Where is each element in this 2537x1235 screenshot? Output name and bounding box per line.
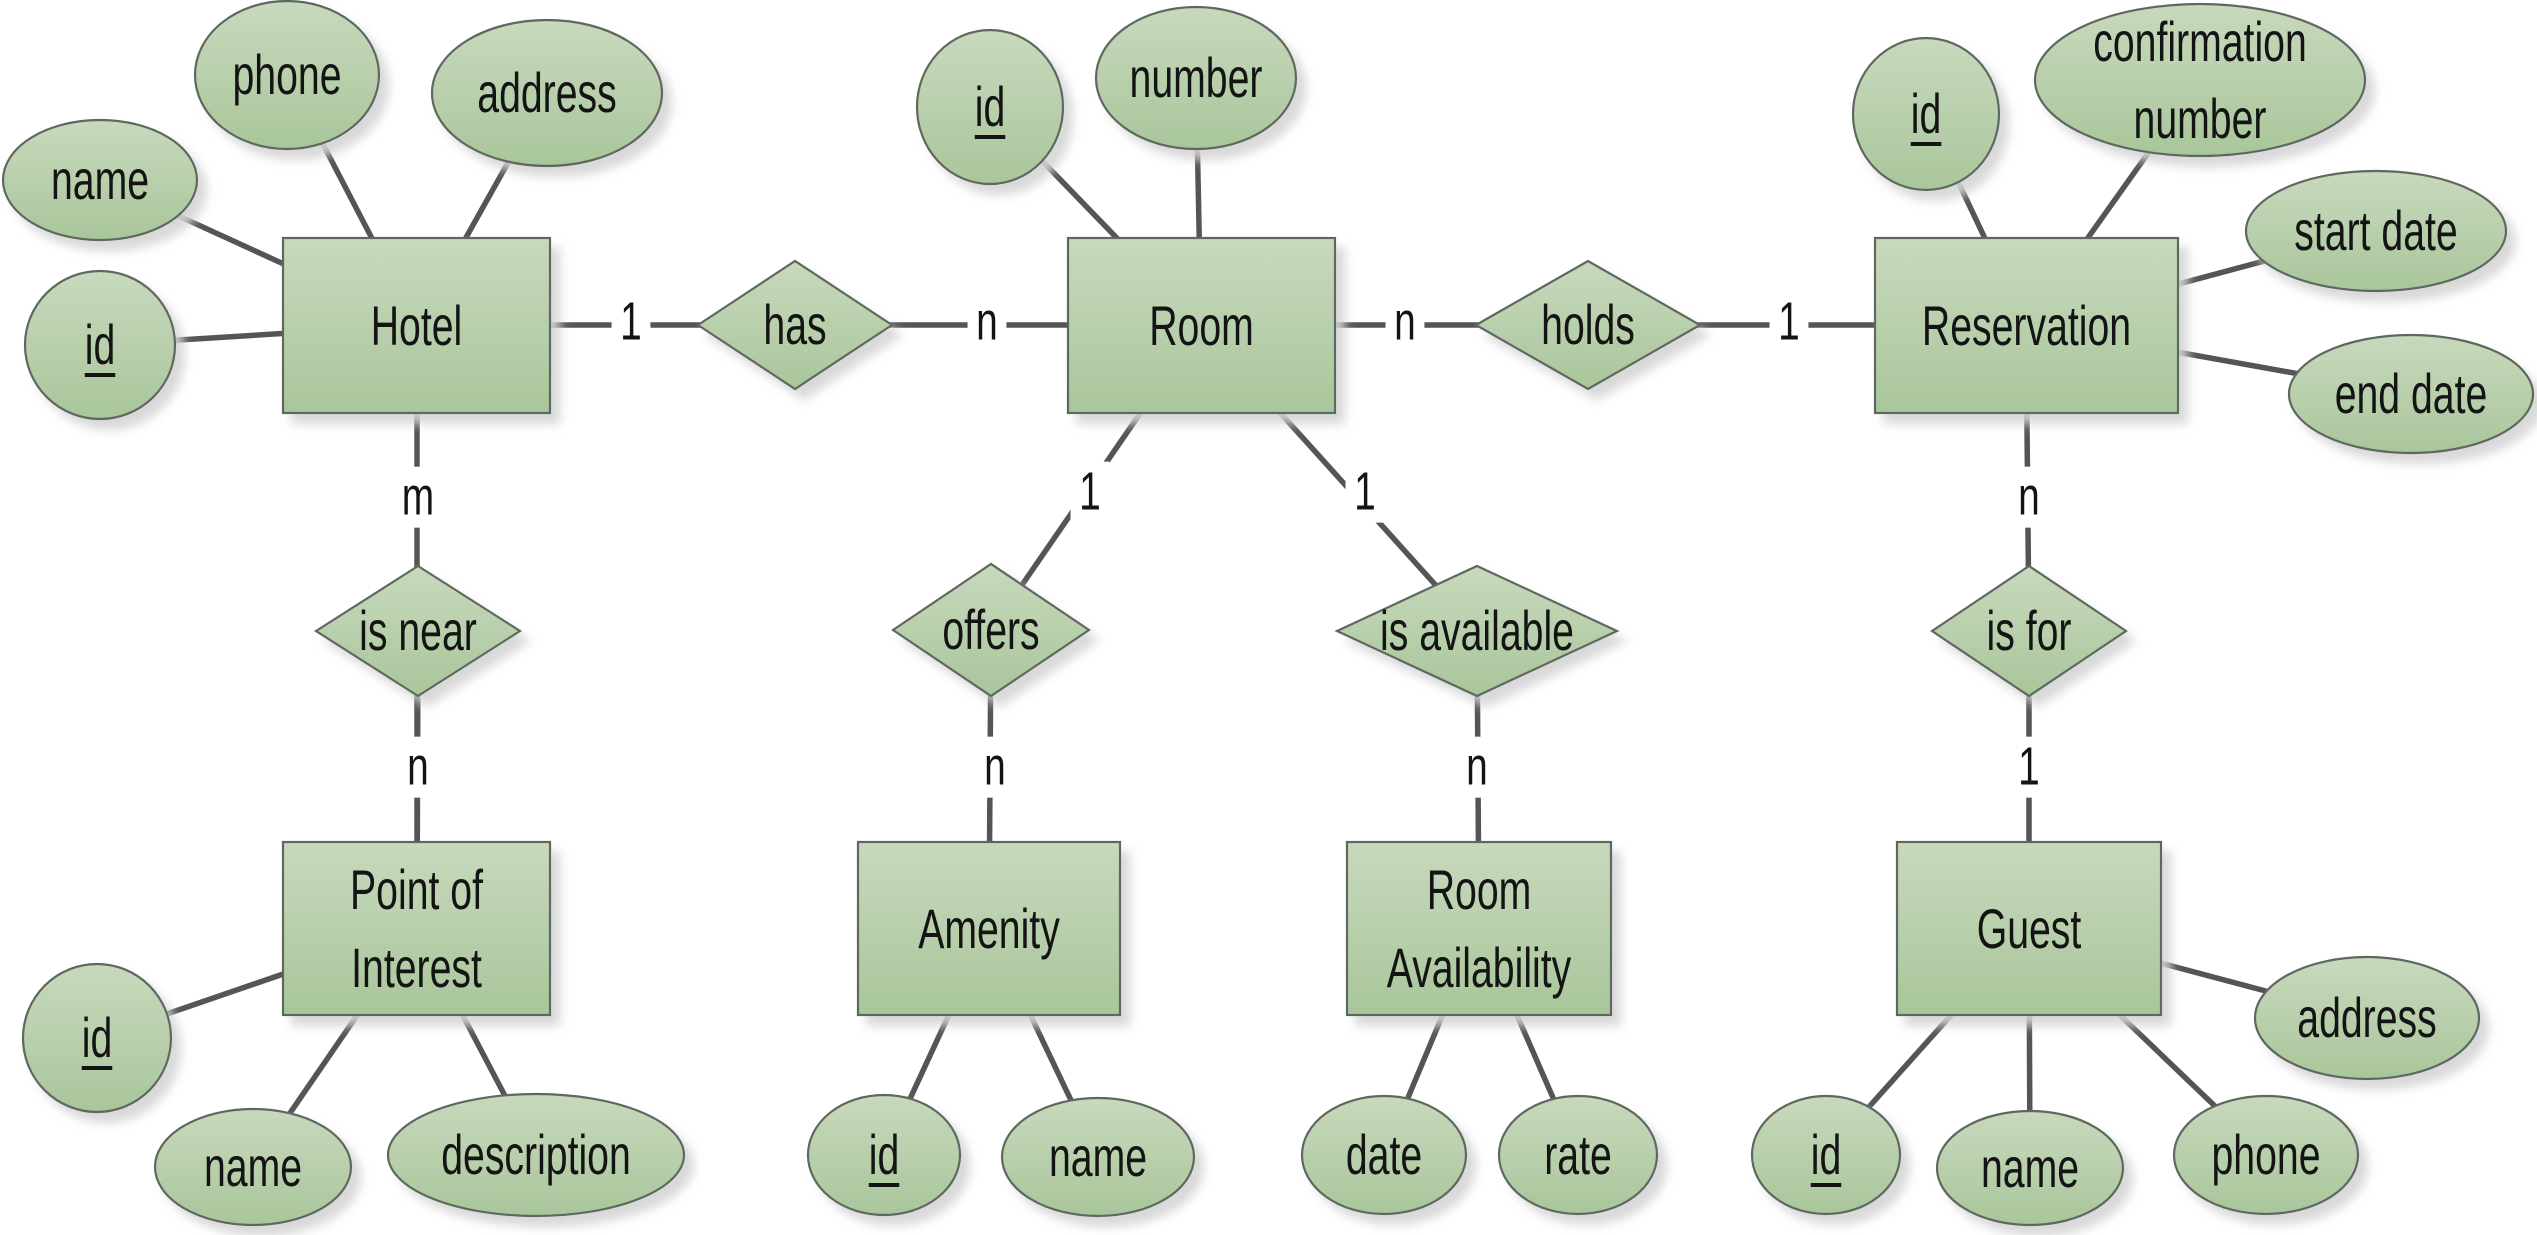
entity-point-of-interest: [281, 840, 552, 1017]
attribute-room-availability-date: [1300, 1094, 1468, 1216]
attribute-reservation-id: [1851, 36, 2001, 192]
relationship-is-for: [1930, 564, 2128, 698]
attribute-poi-name: [153, 1107, 353, 1227]
attribute-reservation-end-date: [2287, 333, 2535, 455]
attribute-hotel-address: [430, 18, 664, 168]
attribute-guest-id: [1750, 1094, 1902, 1216]
attribute-room-availability-rate: [1497, 1094, 1659, 1216]
attribute-poi-id: [21, 962, 173, 1114]
entity-reservation: [1873, 236, 2180, 415]
attribute-amenity-name: [1000, 1096, 1196, 1218]
attribute-hotel-phone: [193, 0, 381, 151]
entity-amenity: [856, 840, 1122, 1017]
attribute-amenity-id: [806, 1093, 962, 1217]
relationship-holds: [1473, 259, 1703, 391]
attribute-guest-name: [1935, 1109, 2125, 1227]
entity-room: [1066, 236, 1337, 415]
attribute-reservation-start-date: [2244, 169, 2508, 293]
attribute-room-id: [915, 28, 1065, 186]
entity-room-availability: [1345, 840, 1613, 1017]
relationship-offers: [891, 562, 1091, 698]
attribute-guest-address: [2253, 955, 2481, 1081]
attribute-guest-phone: [2172, 1094, 2360, 1216]
attribute-room-number: [1094, 5, 1298, 151]
entity-hotel: [281, 236, 552, 415]
relationship-has: [696, 259, 894, 391]
attribute-hotel-id: [23, 269, 177, 421]
relationship-is-available: [1334, 564, 1620, 698]
attribute-poi-description: [386, 1092, 686, 1218]
entity-guest: [1895, 840, 2163, 1017]
attribute-hotel-name: [1, 118, 199, 242]
relationship-is-near: [313, 564, 523, 698]
attribute-reservation-confirmation-number: [2033, 2, 2367, 158]
